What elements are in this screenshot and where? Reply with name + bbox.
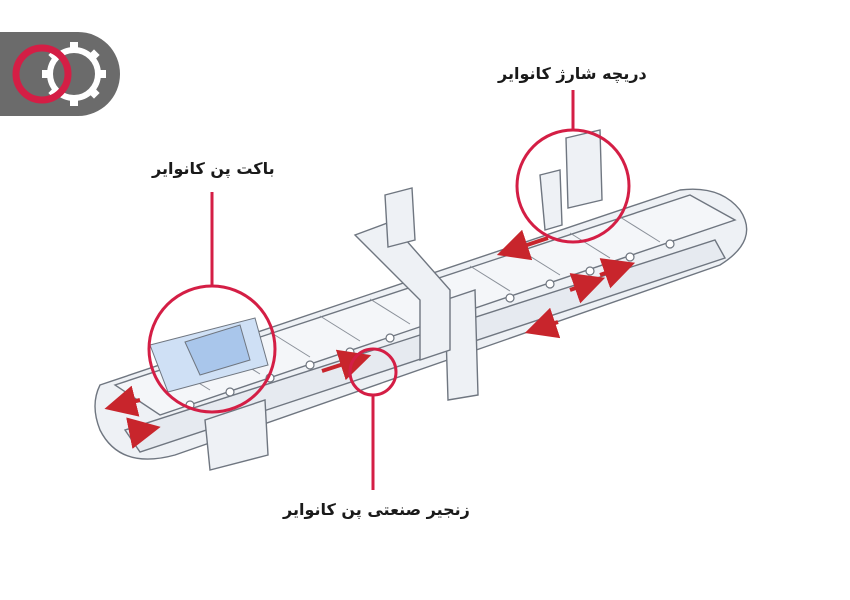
label-chain: زنجیر صنعتی پن کانوایر xyxy=(283,500,470,519)
discharge-chute xyxy=(539,129,603,231)
label-bucket: باکت پن کانوایر xyxy=(152,159,275,178)
logo-tab xyxy=(0,32,120,116)
gear-rings-logo-icon xyxy=(12,42,106,106)
support-legs xyxy=(204,289,479,471)
callouts xyxy=(147,90,631,490)
flow-arrows xyxy=(104,229,636,449)
label-discharge-chute: دریچه شارژ کانوایر xyxy=(498,64,647,83)
feed-hopper xyxy=(353,187,451,361)
